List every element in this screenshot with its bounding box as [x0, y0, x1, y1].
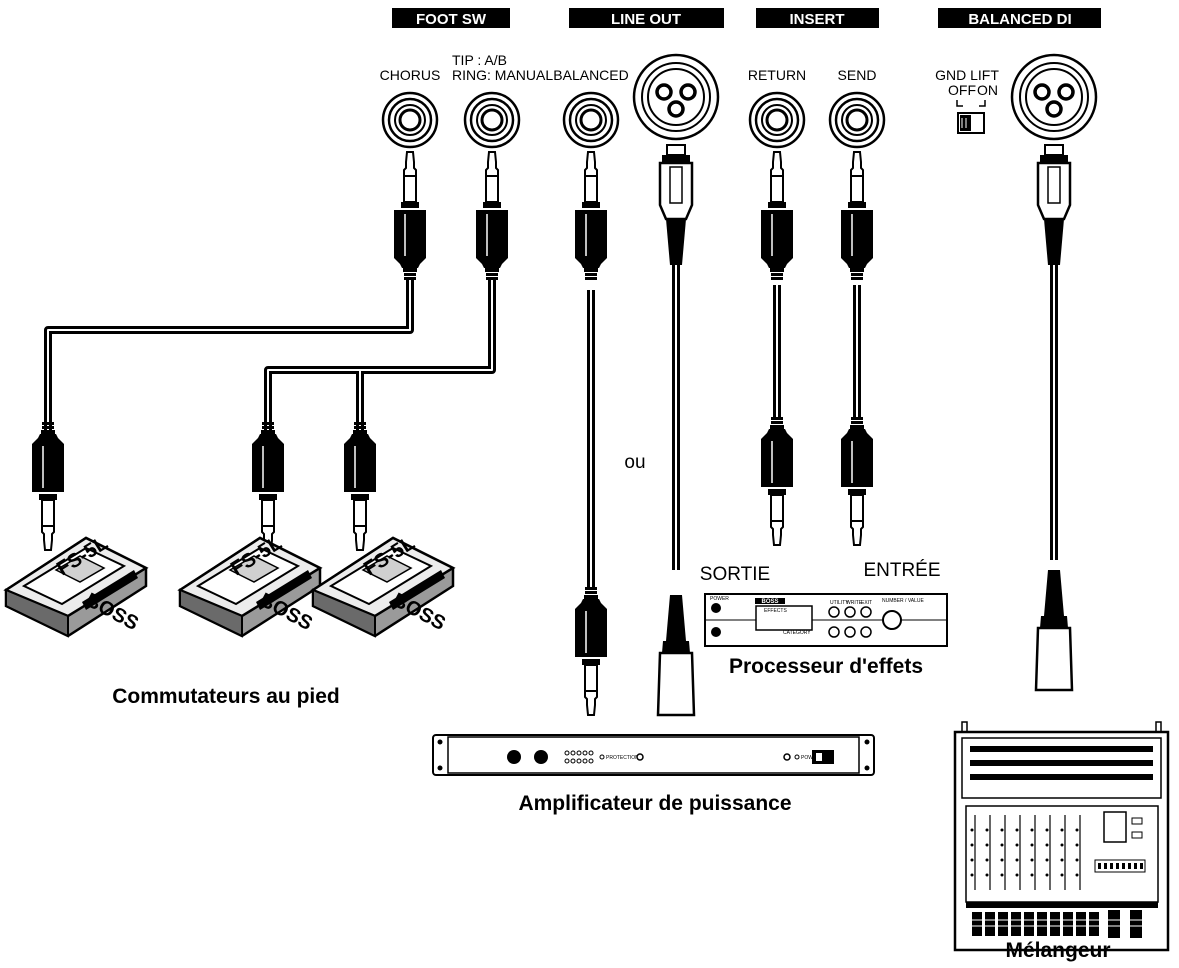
amp-phone-plug [574, 586, 608, 716]
pedal1-plug [31, 421, 65, 551]
svg-text:EXIT: EXIT [861, 600, 872, 606]
fx-value-dial [882, 610, 902, 630]
section-foot-sw: FOOT SW [392, 8, 510, 28]
section-balanced-di: BALANCED DI [938, 8, 1101, 28]
mixer [953, 721, 1170, 952]
send-plug [840, 151, 874, 281]
balanced-di-xlr-jack[interactable] [1010, 53, 1098, 141]
pedal2-plug [251, 421, 285, 551]
footswitch-pedal-2: FS-5L BOSS [178, 532, 322, 638]
amp-gain-knob-a [507, 750, 521, 764]
footswitch-pedal-1: FS-5L BOSS [4, 532, 148, 638]
cables [44, 262, 1058, 590]
amp-xlr-plug [656, 593, 696, 717]
line-out-xlr-plug [658, 143, 694, 267]
ab-manual-jack[interactable] [463, 91, 521, 149]
amp-power-switch [812, 750, 834, 764]
jack-label-chorus: CHORUS [380, 67, 441, 83]
svg-text:LINE OUT: LINE OUT [611, 11, 681, 28]
svg-text:BALANCED DI: BALANCED DI [968, 11, 1071, 28]
chorus-jack[interactable] [381, 91, 439, 149]
footswitch-pedal-3: FS-5L BOSS [311, 532, 455, 638]
svg-text:POWER: POWER [710, 596, 729, 602]
jack-label-ring: RING: MANUAL [452, 67, 553, 83]
fx-power-knob [711, 603, 721, 613]
gnd-lift-switch[interactable] [956, 100, 986, 134]
or-label: ou [624, 452, 645, 473]
caption-power-amplifier: Amplificateur de puissance [518, 792, 791, 815]
pedal3-plug [343, 421, 377, 551]
mixer-faders [972, 910, 1142, 938]
amp-gain-knob-b [534, 750, 548, 764]
jack-label-tip: TIP : A/B [452, 52, 507, 68]
caption-mixer: Mélangeur [1005, 939, 1110, 962]
return-plug [760, 151, 794, 281]
jack-label-balanced: BALANCED [553, 67, 628, 83]
section-insert: INSERT [756, 8, 879, 28]
send-device-plug [840, 416, 874, 546]
output-label: SORTIE [700, 564, 770, 585]
power-amplifier: PROTECTION POWER [432, 734, 875, 776]
effects-processor: POWER BOSS EFFECTS CATEGORY UTILITY WRIT… [704, 593, 948, 647]
switch-label-off: OFF [948, 82, 976, 98]
mixer-xlr-plug [1034, 568, 1074, 692]
line-out-xlr-jack[interactable] [632, 53, 720, 141]
section-line-out: LINE OUT [569, 8, 724, 28]
svg-text:CATEGORY: CATEGORY [783, 630, 811, 636]
svg-text:FOOT SW: FOOT SW [416, 11, 487, 28]
caption-effects-processor: Processeur d'effets [729, 655, 923, 678]
return-jack[interactable] [748, 91, 806, 149]
svg-text:NUMBER / VALUE: NUMBER / VALUE [882, 598, 925, 604]
balanced-out-plug [574, 151, 608, 281]
caption-footswitches: Commutateurs au pied [112, 685, 340, 708]
svg-text:UTILITY: UTILITY [830, 600, 849, 606]
svg-text:EFFECTS: EFFECTS [764, 608, 787, 614]
svg-text:WRITE: WRITE [846, 600, 863, 606]
fx-display [755, 605, 813, 631]
balanced-out-jack[interactable] [562, 91, 620, 149]
ab-manual-plug [475, 151, 509, 281]
jack-label-return: RETURN [748, 67, 806, 83]
fx-input-knob [711, 627, 721, 637]
send-jack[interactable] [828, 91, 886, 149]
svg-text:POWER: POWER [801, 755, 820, 761]
svg-text:BOSS: BOSS [761, 599, 778, 605]
return-device-plug [760, 416, 794, 546]
switch-label-on: ON [977, 82, 998, 98]
balanced-di-xlr-plug [1036, 143, 1072, 267]
input-label: ENTRÉE [863, 560, 940, 581]
mixer-meter [1103, 811, 1127, 843]
svg-text:INSERT: INSERT [789, 11, 844, 28]
jack-label-send: SEND [838, 67, 877, 83]
chorus-plug [393, 151, 427, 281]
jack-label-gnd-lift: GND LIFT [935, 67, 999, 83]
svg-text:PROTECTION: PROTECTION [606, 755, 639, 761]
